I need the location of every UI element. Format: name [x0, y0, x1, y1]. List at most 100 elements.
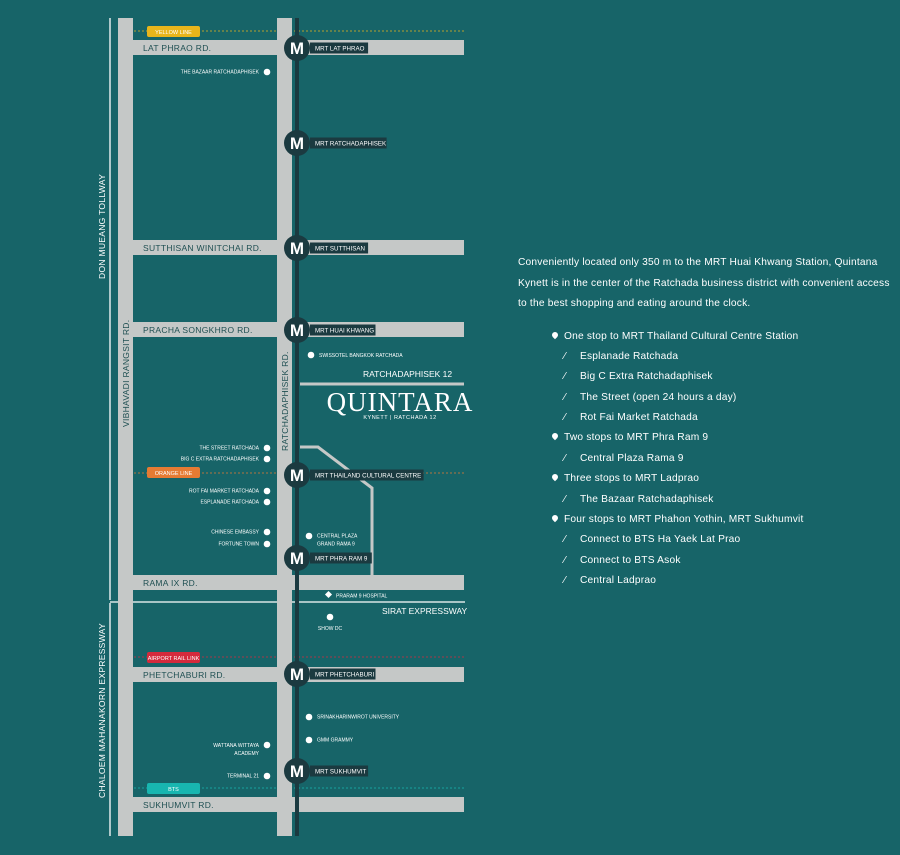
station-label: MRT SUTTHISAN — [315, 246, 365, 253]
station-label: MRT PHRA RAM 9 — [315, 556, 368, 563]
bts-tag: BTS — [147, 783, 200, 794]
poi-label: ACADEMY — [234, 751, 259, 757]
station-label-bg — [310, 469, 424, 481]
poi-marker: ROT FAI MARKET RATCHADA — [189, 487, 271, 495]
road-label: SUKHUMVIT RD. — [143, 800, 214, 810]
metro-letter: M — [290, 239, 304, 258]
stop-label: Four stops to MRT Phahon Yothin, MRT Suk… — [564, 514, 804, 526]
poi-dot — [305, 713, 313, 721]
ratchadaphisek-12-label: RATCHADAPHISEK 12 — [363, 369, 452, 379]
poi-marker: SWISSOTEL BANGKOK RATCHADA — [307, 351, 403, 359]
mrt-station[interactable]: MRT PHRA RAM 9 M — [284, 545, 372, 571]
slash-icon: ⁄ — [564, 554, 566, 566]
metro-icon — [284, 758, 310, 784]
destination-label: The Street (open 24 hours a day) — [580, 391, 737, 403]
stops-list: One stop to MRT Thailand Cultural Centre… — [518, 327, 890, 592]
poi-label: ROT FAI MARKET RATCHADA — [189, 489, 260, 495]
metro-icon — [284, 462, 310, 488]
poi-marker: ACADEMY — [234, 751, 259, 757]
metro-letter: M — [290, 665, 304, 684]
slash-icon: ⁄ — [564, 452, 566, 464]
metro-letter: M — [290, 549, 304, 568]
metro-icon — [284, 661, 310, 687]
poi-marker: SHOW DC — [318, 613, 342, 632]
destination-label: Connect to BTS Ha Yaek Lat Prao — [580, 534, 741, 546]
poi-marker: BIG C EXTRA RATCHADAPHISEK — [181, 455, 271, 463]
vibhavadi-label: VIBHAVADI RANGSIT RD. — [121, 320, 131, 427]
metro-letter: M — [290, 762, 304, 781]
poi-label: THE BAZAAR RATCHADAPHISEK — [181, 70, 260, 76]
poi-dot — [263, 487, 271, 495]
poi-marker: ESPLANADE RATCHADA — [200, 498, 271, 506]
road-label: SUTTHISAN WINITCHAI RD. — [143, 243, 262, 253]
station-label: MRT PHETCHABURI — [315, 672, 375, 679]
slash-icon: ⁄ — [564, 412, 566, 424]
points-of-interest: THE BAZAAR RATCHADAPHISEK SWISSOTEL BANGK… — [181, 68, 403, 780]
mrt-station[interactable]: MRT SUTTHISAN M — [284, 235, 369, 261]
station-label-bg — [310, 324, 376, 336]
destination-label: Rot Fai Market Ratchada — [580, 412, 698, 424]
mrt-station[interactable]: MRT SUKHUMVIT M — [284, 758, 369, 784]
ratchadaphisek-label: RATCHADAPHISEK RD. — [280, 351, 290, 451]
destination-item: ⁄Central Ladprao — [552, 571, 890, 591]
destination-label: The Bazaar Ratchadaphisek — [580, 493, 714, 505]
poi-label: SWISSOTEL BANGKOK RATCHADA — [319, 353, 403, 359]
station-label-bg — [310, 668, 376, 680]
orange-line-tag: ORANGE LINE — [147, 467, 200, 478]
connector-road — [300, 445, 374, 576]
poi-dot — [326, 613, 334, 621]
slash-icon: ⁄ — [564, 534, 566, 546]
poi-marker: THE STREET RATCHADA — [199, 444, 271, 452]
svg-text:KYNETT | RATCHADA 12: KYNETT | RATCHADA 12 — [363, 415, 436, 421]
poi-label: SRINAKHARINWIROT UNIVERSITY — [317, 715, 400, 721]
poi-marker: THE BAZAAR RATCHADAPHISEK — [181, 68, 271, 76]
poi-dot — [307, 351, 315, 359]
poi-dot — [263, 528, 271, 536]
expressway-label: CHALOEM MAHANAKORN EXPRESSWAY — [97, 623, 107, 798]
station-label-bg — [310, 137, 387, 149]
station-label-bg — [310, 765, 369, 777]
location-pin-icon — [550, 330, 560, 339]
svg-text:QUINTARA: QUINTARA — [327, 387, 474, 417]
metro-icon — [284, 235, 310, 261]
poi-label: CENTRAL PLAZA — [317, 534, 358, 540]
destination-item: ⁄The Bazaar Ratchadaphisek — [552, 490, 890, 510]
stop-item: Four stops to MRT Phahon Yothin, MRT Suk… — [550, 510, 890, 530]
metro-icon — [284, 317, 310, 343]
destination-label: Central Ladprao — [580, 575, 657, 587]
airport-rail-link-tag: AIRPORT RAIL LINK — [147, 652, 200, 663]
station-label-bg — [310, 242, 369, 254]
slash-icon: ⁄ — [564, 350, 566, 362]
poi-dot — [305, 532, 313, 540]
station-label: MRT SUKHUMVIT — [315, 769, 367, 776]
station-label-bg — [310, 42, 369, 54]
mrt-station[interactable]: MRT PHETCHABURI M — [284, 661, 376, 687]
poi-dot — [263, 455, 271, 463]
road-vibhavadi — [118, 18, 133, 836]
area-map: YELLOW LINE ORANGE LINE AIRPORT RAIL LIN… — [97, 18, 474, 836]
svg-text:ORANGE LINE: ORANGE LINE — [155, 471, 193, 477]
destination-item: ⁄ Rot Fai Market Ratchada — [552, 408, 890, 428]
location-pin-icon — [550, 432, 560, 441]
poi-marker: WATTANA WITTAYA — [213, 741, 271, 749]
poi-marker: CHINESE EMBASSY — [211, 528, 271, 536]
poi-marker: TERMINAL 21 — [227, 772, 271, 780]
metro-icon — [284, 35, 310, 61]
quintara-logo: QUINTARA KYNETT | RATCHADA 12 — [327, 387, 474, 421]
poi-label: FORTUNE TOWN — [218, 542, 259, 548]
stop-label: Two stops to MRT Phra Ram 9 — [564, 432, 709, 444]
destination-item: ⁄ Central Plaza Rama 9 — [552, 449, 890, 469]
poi-dot — [263, 741, 271, 749]
road-ratchadaphisek — [277, 18, 292, 836]
road-label: PRACHA SONGKHRO RD. — [143, 325, 253, 335]
destination-item: ⁄Connect to BTS Asok — [552, 551, 890, 571]
slash-icon: ⁄ — [564, 371, 566, 383]
poi-dot — [263, 444, 271, 452]
destination-label: Central Plaza Rama 9 — [580, 452, 684, 464]
slash-icon: ⁄ — [564, 391, 566, 403]
